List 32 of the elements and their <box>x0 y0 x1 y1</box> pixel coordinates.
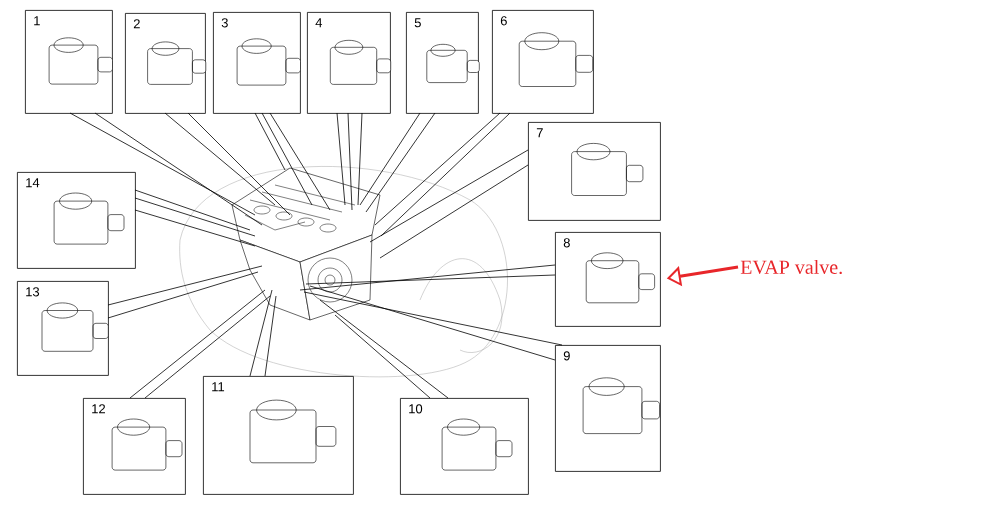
leader-line <box>369 149 529 243</box>
leader-line <box>144 295 271 399</box>
leader-line <box>107 265 263 306</box>
leader-line <box>254 112 286 171</box>
leader-line <box>347 112 353 211</box>
leader-line <box>164 112 276 206</box>
leader-line <box>374 112 501 226</box>
leader-line <box>303 291 563 346</box>
leader-line <box>107 271 259 319</box>
leader-line <box>264 295 277 377</box>
leader-line <box>134 197 256 237</box>
callout-text: EVAP valve. <box>740 259 842 275</box>
leader-line <box>261 112 313 206</box>
leader-line <box>309 285 556 361</box>
leader-line <box>69 112 256 216</box>
leader-line <box>305 274 556 285</box>
leader-line <box>129 289 266 399</box>
leader-line <box>357 112 363 206</box>
leader-line <box>94 112 263 226</box>
leader-line <box>319 299 449 399</box>
leader-line <box>336 112 346 206</box>
leader-line <box>334 314 431 399</box>
leader-line <box>365 112 436 213</box>
leader-line <box>299 264 556 291</box>
leader-line <box>134 189 251 231</box>
leader-line <box>134 209 256 247</box>
engine-drawing <box>231 167 381 321</box>
leader-line <box>379 164 529 259</box>
leader-line <box>249 289 273 377</box>
leader-line <box>269 112 331 211</box>
leader-line <box>187 112 291 216</box>
leader-line <box>359 112 421 206</box>
